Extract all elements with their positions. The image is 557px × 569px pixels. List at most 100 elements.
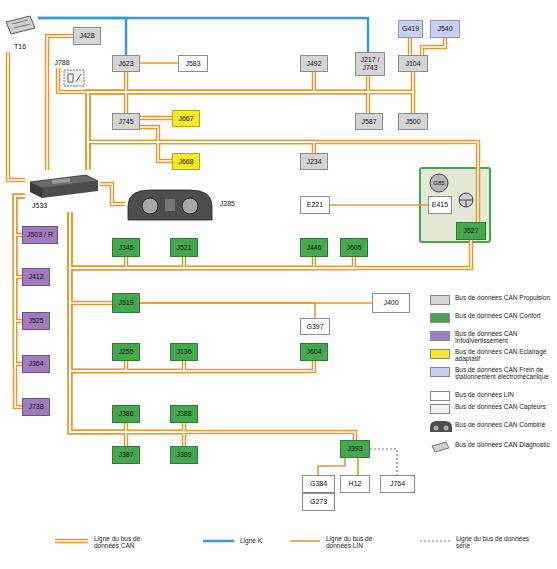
legend-text: Bus de données CAN Eclairage adaptatif: [455, 348, 551, 363]
ecu-box: J540: [430, 20, 460, 38]
can-bus-line: [70, 212, 184, 371]
legend-swatch: [430, 367, 450, 377]
ecu-code: J667: [178, 115, 193, 123]
legend-swatch: [430, 349, 450, 359]
can-bus-line-core: [70, 212, 354, 268]
ecu-box: J745: [112, 113, 140, 130]
legend-swatch: [430, 331, 450, 341]
ecu-code: J745: [118, 118, 133, 126]
ecu-code: J533: [32, 202, 47, 210]
ecu-code: T16: [14, 43, 26, 51]
can-bus-line-core: [88, 142, 314, 170]
can-line-sample: [55, 539, 88, 544]
can-bus-line-core: [100, 184, 125, 204]
legend-text: Bus de données LIN: [455, 391, 551, 398]
can-bus-line: [88, 142, 478, 222]
ecu-code: J393: [347, 445, 362, 453]
legend-text: Bus de données CAN Frein de stationnemen…: [455, 366, 551, 381]
ecu-code: J388: [176, 410, 191, 418]
legend-text: Bus de données CAN Diagnostic: [455, 441, 551, 448]
instrument-cluster-icon: [128, 190, 212, 220]
ecu-box: J521: [170, 238, 198, 257]
ecu-box: E415: [428, 196, 452, 214]
can-bus-line-core: [409, 38, 411, 55]
ecu-code: G419: [402, 25, 419, 33]
ecu-box: J605: [340, 238, 368, 257]
ecu-code: J583: [185, 60, 200, 68]
legend-swatch: [430, 295, 450, 305]
relay-symbol: [64, 70, 84, 86]
legend-cluster-gauge: [444, 426, 449, 431]
ecu-box: J604: [300, 343, 328, 361]
ecu-code: J623: [118, 60, 133, 68]
legend-text: Bus de données CAN Capteurs: [455, 403, 551, 410]
ecu-code: G85: [433, 180, 444, 187]
ecu-code: J500: [405, 118, 420, 126]
can-bus-line-core: [70, 212, 471, 268]
can-bus-line-core: [70, 212, 184, 446]
can-bus-line-core: [422, 38, 445, 55]
lin-bus-line: [140, 62, 178, 64]
ecu-box: J136: [170, 343, 198, 361]
legend-plug-shape: [432, 442, 449, 452]
ecu-box: J623: [112, 55, 140, 72]
cluster-gauge: [182, 198, 198, 214]
ecu-code: E221: [307, 201, 323, 209]
can-bus-line-core: [88, 92, 413, 170]
ecu-code: J788: [54, 59, 69, 67]
ser-bus-line: [370, 449, 397, 475]
ecu-code: J136: [176, 348, 191, 356]
ecu-code: G273: [310, 498, 327, 506]
ecu-box: J667: [172, 110, 200, 127]
ecu-code: G397: [306, 323, 323, 331]
component-label: T16: [2, 14, 38, 52]
gateway-front: [42, 181, 98, 198]
cluster-gauge: [142, 198, 158, 214]
component-label: J788: [50, 57, 74, 68]
cluster-display: [165, 199, 175, 211]
ecu-box: J387: [112, 446, 140, 464]
ecu-code: J400: [383, 299, 398, 307]
legend-text: Bus de données CAN Propulsion: [455, 294, 551, 301]
legend-diagnostic-icon: [432, 442, 449, 452]
wheel-symbol: [459, 193, 473, 207]
can-bus-line: [140, 116, 172, 121]
legend-cluster-icon: [430, 421, 452, 432]
ecu-code: J519: [118, 299, 133, 307]
can-bus-line-core: [47, 36, 73, 170]
ecu-code: J285: [220, 200, 235, 208]
ecu-box: J503 / R: [22, 226, 58, 244]
can-bus-line-core: [70, 212, 184, 268]
connector-body: [6, 16, 35, 34]
ecu-box: J389: [170, 446, 198, 464]
ecu-code: J104: [405, 60, 420, 68]
can-bus-line: [70, 212, 354, 268]
ecu-code: J255: [118, 348, 133, 356]
gateway-icon: [30, 175, 98, 198]
ecu-box: J500: [398, 113, 428, 130]
gateway-side: [30, 182, 42, 198]
ecu-box: J583: [178, 55, 208, 72]
lin-bus-line: [330, 204, 428, 206]
ecu-code: J525: [28, 317, 43, 325]
ecu-code: J521: [176, 244, 191, 252]
ecu-code: H12: [349, 480, 362, 488]
ecu-code: G384: [310, 480, 327, 488]
can-bus-line-core: [70, 212, 184, 432]
ecu-code: J387: [118, 451, 133, 459]
can-bus-line: [70, 212, 112, 303]
k-bus-line: [38, 18, 368, 52]
ecu-code: J503 / R: [27, 231, 53, 239]
can-bus-line-core: [88, 72, 314, 170]
can-bus-line: [70, 212, 355, 440]
can-bus-line: [70, 212, 184, 446]
can-bus-line: [88, 92, 126, 170]
ecu-code: J386: [118, 410, 133, 418]
legend-text: Ligne du bus de données série: [456, 535, 536, 550]
legend-text: Bus de données CAN Confort: [455, 312, 551, 319]
can-bus-line: [88, 72, 314, 170]
lin-bus-line: [140, 303, 315, 318]
legend-swatch: [430, 404, 450, 414]
